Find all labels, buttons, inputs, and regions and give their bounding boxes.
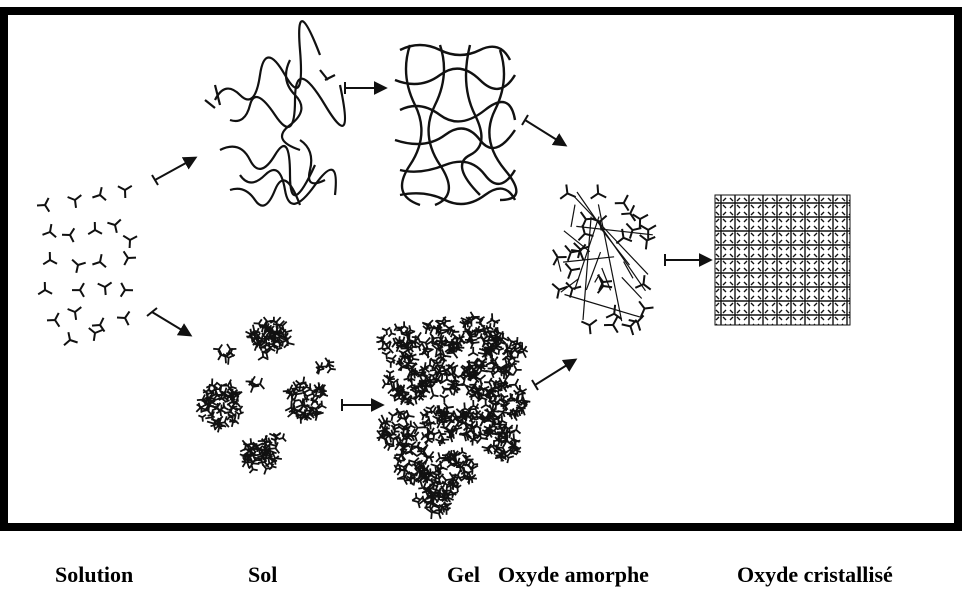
- sol-gel-process-diagram: [0, 0, 962, 535]
- caption-solution: Solution: [55, 562, 133, 588]
- caption-crystallized-oxide: Oxyde cristallisé: [737, 562, 893, 588]
- gel-polymer-network: [395, 45, 516, 205]
- sol-particle-clusters: [196, 317, 335, 475]
- caption-sol: Sol: [248, 562, 277, 588]
- amorphous-oxide-network: [552, 185, 656, 336]
- arrow-solution-to-sol-top: [155, 158, 195, 180]
- caption-amorphous-oxide: Oxyde amorphe: [498, 562, 649, 588]
- arrow-solution-to-sol-bottom: [152, 312, 190, 335]
- solution-molecules: [37, 186, 137, 345]
- caption-gel: Gel: [447, 562, 480, 588]
- crystalline-oxide-lattice: [715, 195, 850, 325]
- arrow-gel-to-amorphous-bottom: [535, 360, 575, 385]
- arrow-gel-to-amorphous-top: [525, 120, 565, 145]
- sol-polymer-chains: [205, 21, 345, 205]
- gel-particle-aggregate: [376, 312, 530, 519]
